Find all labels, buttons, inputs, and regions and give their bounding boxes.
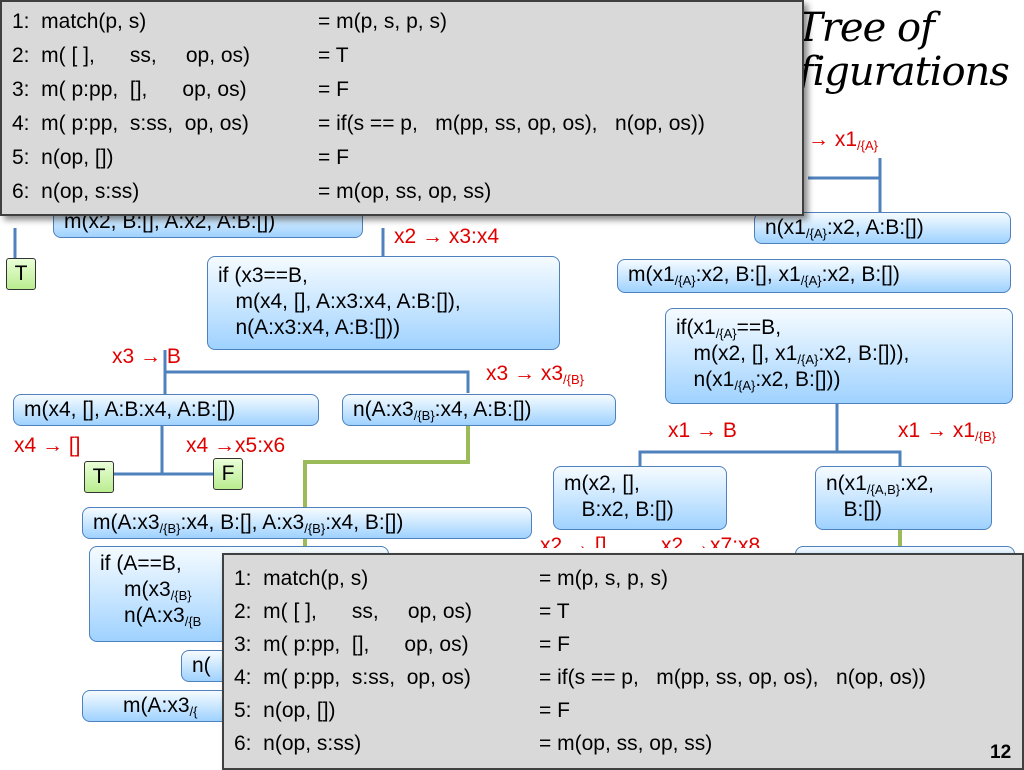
label-x1-A: → x1/{A} <box>808 128 878 153</box>
label-x4-x5x6: x4 →x5:x6 <box>186 434 286 457</box>
if-A-line-3: n(A:x3/{B <box>124 604 202 629</box>
if-x3-line-3: n(A:x3:x4, A:B:[])) <box>218 316 401 339</box>
rules-box-top: 1: match(p, s)= m(p, s, p, s) 2: m( [ ],… <box>0 0 804 216</box>
label-x2-x7x8: x2 →x7:x8 <box>661 534 761 548</box>
node-m-Ax3: m(A:x3/{B}:x4, B:[], A:x3/{B}:x4, B:[]) <box>82 507 532 539</box>
label-x3-x3B: x3 → x3/{B} <box>486 362 584 387</box>
rules-box-bottom: 1: match(p, s)= m(p, s, p, s) 2: m( [ ],… <box>222 553 1024 770</box>
node-m-x2-B: m(x2, [], B:x2, B:[]) <box>553 466 727 530</box>
if-x1-line-1: if(x1/{A}==B, <box>676 316 782 341</box>
node-if-x1: if(x1/{A}==B, m(x2, [], x1/{A}:x2, B:[])… <box>665 308 1013 404</box>
leaf-false-1: F <box>213 458 243 490</box>
node-if-x3: if (x3==B, m(x4, [], A:x3:x4, A:B:[]), n… <box>207 256 560 350</box>
label-x4-nil: x4 → [] <box>14 434 81 457</box>
if-x3-line-2: m(x4, [], A:x3:x4, A:B:[]), <box>218 290 461 313</box>
title-line-1: Tree of <box>796 5 935 51</box>
if-x1-line-2: m(x2, [], x1/{A}:x2, B:[])), <box>676 342 910 367</box>
if-x1-line-3: n(x1/{A}:x2, B:[])) <box>676 368 841 393</box>
label-x1-B: x1 → B <box>668 419 737 442</box>
if-A-line-1: if (A==B, <box>100 552 182 575</box>
leaf-true-2: T <box>84 461 114 493</box>
if-x3-line-1: if (x3==B, <box>218 264 308 287</box>
node-n-x1-top: n(x1/{A}:x2, A:B:[]) <box>754 212 1011 244</box>
node-n-Ax3: n(A:x3/{B}:x4, A:B:[]) <box>342 394 616 426</box>
n-x1-AB-line-1: n(x1/{A,B}:x2, <box>826 472 934 497</box>
if-A-line-2: m(x3/{B} <box>124 578 192 603</box>
n-x1-AB-line-2: B:[]) <box>826 498 883 521</box>
m-x2-B-line-1: m(x2, [], <box>564 472 640 495</box>
m-x2-B-line-2: B:x2, B:[]) <box>564 498 674 521</box>
node-n-x1-AB: n(x1/{A,B}:x2, B:[]) <box>815 466 992 530</box>
leaf-true-1: T <box>6 258 36 290</box>
page-number: 12 <box>990 742 1012 763</box>
label-x2-x3x4: x2 → x3:x4 <box>394 225 500 248</box>
label-x2-nil: x2 → [] <box>540 534 607 548</box>
node-m-x4: m(x4, [], A:B:x4, A:B:[]) <box>13 394 319 426</box>
label-x1-x1B: x1 → x1/{B} <box>898 419 996 444</box>
node-m-x1: m(x1/{A}:x2, B:[], x1/{A}:x2, B:[]) <box>617 259 1011 293</box>
label-x3-B: x3 → B <box>112 345 181 368</box>
